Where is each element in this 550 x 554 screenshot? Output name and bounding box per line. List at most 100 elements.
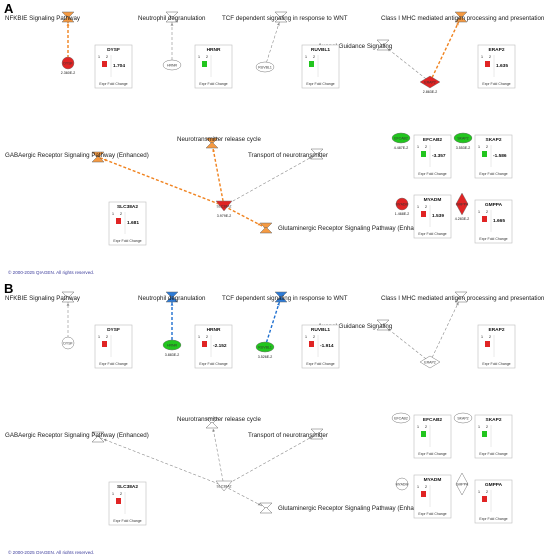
pathway-label-mhc: Class I MHC mediated antigen processing …: [381, 15, 545, 22]
edge-slc38a2-ntrc: [211, 422, 225, 487]
fold-card-col2-dysf: 2: [106, 55, 108, 59]
pathway-node-neut: [165, 291, 179, 299]
pathway-label-trans: Transport of neurotransmitter: [248, 152, 328, 159]
fold-card-caption-erap2: Expr Fold Change: [482, 82, 510, 86]
pathway-node-ntrc: [205, 417, 219, 425]
fold-card-bar-efcab2: [421, 151, 426, 157]
fold-card-caption-skap2: Expr Fold Change: [479, 172, 507, 176]
pathway-node-gaba-lower: [91, 155, 105, 163]
gene-label-ruvbl1: RUVBL1: [258, 66, 272, 70]
fold-card-title-dysf: DYSF: [107, 47, 120, 53]
fold-card-frame-slc38a2: [108, 201, 147, 246]
gene-pvalue-erap2: 2.863E-2: [423, 90, 438, 94]
pathway-label-glut: Glutaminergic Receptor Signaling Pathway…: [278, 505, 429, 512]
fold-card-col1-myadm: 1: [417, 485, 419, 489]
fold-card-col1-dysf: 1: [98, 55, 100, 59]
fold-card-value-ruvbl1: -1.914: [320, 343, 334, 349]
fold-card-caption-hrnr: Expr Fold Change: [199, 362, 227, 366]
fold-card-title-dysf: DYSF: [107, 327, 120, 333]
gene-node-skap2: [453, 412, 473, 424]
edge-arrow-slc38a2-glut: [257, 222, 261, 226]
fold-card-col1-slc38a2: 1: [112, 492, 114, 496]
gene-node-hrnr: [162, 339, 182, 351]
gene-node-efcab2: [391, 412, 411, 424]
gene-pvalue-gmppa: 4.283E-2: [455, 217, 470, 221]
gene-node-slc38a2: [215, 480, 233, 492]
pathway-label-mhc: Class I MHC mediated antigen processing …: [381, 295, 545, 302]
edge-slc38a2-glut: [223, 485, 267, 509]
pathway-node-mhc: [454, 291, 468, 299]
pathway-node-glut-lower: [259, 226, 273, 234]
fold-card-value-gmppa: 1.665: [493, 218, 505, 224]
pathway-node-axon: [376, 39, 390, 47]
pathway-node-axon-lower: [376, 323, 390, 331]
fold-card-caption-erap2: Expr Fold Change: [482, 362, 510, 366]
fold-card-frame-dysf: [94, 44, 133, 89]
edge-arrow-slc38a2-ntrc: [212, 428, 216, 432]
edge-ruvbl1-tcf: [264, 16, 282, 68]
pathway-label-nfkb: NFKBIE Signaling Pathway: [5, 295, 81, 302]
pathway-node-neut: [165, 11, 179, 19]
fold-card-frame-ruvbl1: [301, 44, 340, 89]
fold-card-value-erap2: 1.635: [496, 63, 508, 69]
pathway-label-tcf: TCF dependent signaling in response to W…: [222, 295, 348, 302]
pathway-node-axon-lower: [376, 43, 390, 51]
pathway-node-ntrc-lower: [205, 421, 219, 429]
fold-card-frame-slc38a2: [108, 481, 147, 526]
fold-card-bar-myadm: [421, 211, 426, 217]
edge-arrow-erap2-mhc: [455, 302, 459, 306]
fold-card-col2-hrnr: 2: [206, 55, 208, 59]
fold-card-bar-slc38a2: [116, 218, 121, 224]
gene-node-ruvbl1: [255, 341, 275, 353]
fold-card-frame-hrnr: [194, 324, 233, 369]
fold-card-col2-ruvbl1: 2: [313, 55, 315, 59]
pathway-node-trans: [310, 148, 324, 156]
pathway-node-gaba: [91, 151, 105, 159]
edge-erap2-mhc: [429, 16, 462, 83]
fold-card-caption-dysf: Expr Fold Change: [99, 362, 127, 366]
fold-card-caption-dysf: Expr Fold Change: [99, 82, 127, 86]
fold-card-caption-efcab2: Expr Fold Change: [418, 172, 446, 176]
fold-card-title-skap2: SKAP2: [486, 137, 502, 143]
gene-label-dysf: DYSF: [63, 342, 72, 346]
fold-card-col2-erap2: 2: [489, 55, 491, 59]
fold-card-frame-ruvbl1: [301, 324, 340, 369]
edge-arrow-ruvbl1-tcf: [276, 22, 280, 26]
pathway-node-trans-lower: [310, 432, 324, 440]
fold-card-frame-myadm: [413, 194, 452, 239]
fold-card-title-efcab2: EFCAB2: [423, 137, 443, 143]
panel-label: A: [4, 1, 14, 16]
gene-label-slc38a2: SLC38A2: [217, 205, 232, 209]
fold-card-col2-skap2: 2: [486, 145, 488, 149]
fold-card-value-slc38a2: 1.681: [127, 220, 139, 226]
edge-arrow-dysf-nfkb: [66, 23, 70, 26]
edge-arrow-slc38a2-gaba: [103, 158, 107, 162]
fold-card-col1-ruvbl1: 1: [305, 55, 307, 59]
edge-slc38a2-trans: [223, 153, 318, 207]
gene-node-erap2: [419, 75, 441, 89]
edge-arrow-slc38a2-trans: [308, 436, 312, 440]
pathway-node-ntrc: [205, 137, 219, 145]
fold-card-bar-gmppa: [482, 496, 487, 502]
edge-slc38a2-gaba: [97, 436, 225, 487]
fold-card-col1-erap2: 1: [481, 55, 483, 59]
fold-card-value-skap2: -1.586: [493, 153, 507, 159]
edge-arrow-erap2-mhc: [455, 22, 459, 26]
pathway-node-mhc: [454, 11, 468, 19]
pathway-node-glut: [259, 222, 273, 230]
fold-card-frame-gmppa: [474, 199, 513, 244]
pathway-node-gaba: [91, 431, 105, 439]
pathway-node-nfkb: [61, 291, 75, 299]
fold-card-bar-slc38a2: [116, 498, 121, 504]
fold-card-bar-erap2: [485, 61, 490, 67]
gene-node-hrnr: [162, 59, 182, 71]
